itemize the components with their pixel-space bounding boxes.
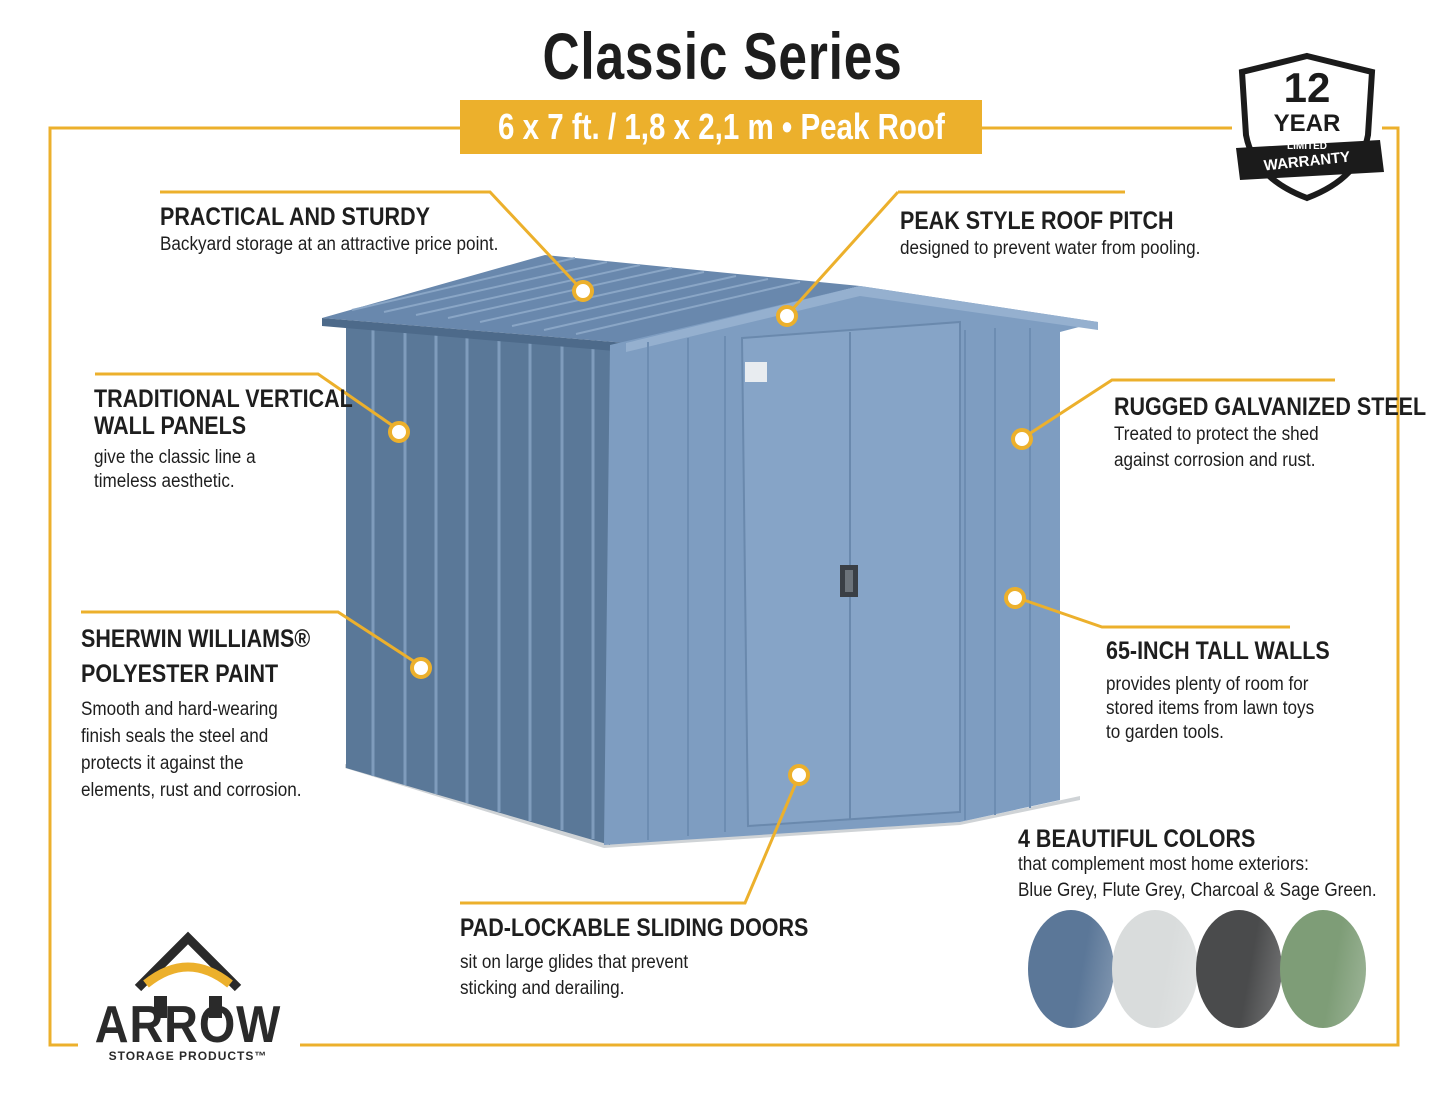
callout-walls: 65-INCH TALL WALLS provides plenty of ro… bbox=[1106, 638, 1366, 745]
callout-panels: TRADITIONAL VERTICAL WALL PANELS give th… bbox=[94, 386, 395, 494]
callout-body: protects it against the bbox=[81, 753, 244, 774]
warranty-years: 12 bbox=[1283, 64, 1331, 111]
callout-dots bbox=[388, 280, 1033, 786]
callout-body: sticking and derailing. bbox=[460, 978, 625, 999]
callout-heading: 65-INCH TALL WALLS bbox=[1106, 637, 1330, 665]
callout-heading: WALL PANELS bbox=[94, 412, 247, 440]
shed-illustration bbox=[322, 255, 1098, 848]
callout-paint: SHERWIN WILLIAMS® POLYESTER PAINT Smooth… bbox=[81, 626, 348, 803]
warranty-shield-icon bbox=[1236, 52, 1384, 202]
callout-body: that complement most home exteriors: bbox=[1018, 854, 1309, 875]
page-title: Classic Series bbox=[542, 19, 903, 93]
swatch-flute-grey bbox=[1112, 910, 1198, 1028]
callout-heading: SHERWIN WILLIAMS® bbox=[81, 625, 311, 653]
callout-body: Blue Grey, Flute Grey, Charcoal & Sage G… bbox=[1018, 880, 1377, 901]
callout-leaders bbox=[81, 190, 1335, 905]
swatch-charcoal bbox=[1196, 910, 1282, 1028]
swatch-blue-grey bbox=[1028, 910, 1114, 1028]
callout-body: Treated to protect the shed bbox=[1114, 424, 1319, 445]
arrow-logo: ARROW STORAGE PRODUCTS™ bbox=[78, 925, 298, 1065]
callout-practical: PRACTICAL AND STURDY Backyard storage at… bbox=[160, 204, 536, 257]
callout-heading: 4 BEAUTIFUL COLORS bbox=[1018, 825, 1256, 853]
subtitle-text: 6 x 7 ft. / 1,8 x 2,1 m • Peak Roof bbox=[497, 106, 945, 147]
callout-body: Smooth and hard-wearing bbox=[81, 699, 278, 720]
warranty-limited-label: LIMITED bbox=[1287, 141, 1327, 152]
callout-heading: RUGGED GALVANIZED STEEL bbox=[1114, 393, 1427, 421]
callout-heading: PEAK STYLE ROOF PITCH bbox=[900, 207, 1174, 235]
warranty-year-label: YEAR bbox=[1273, 110, 1341, 137]
callout-heading: PRACTICAL AND STURDY bbox=[160, 203, 430, 231]
callout-doors: PAD-LOCKABLE SLIDING DOORS sit on large … bbox=[460, 915, 865, 1001]
callout-body: against corrosion and rust. bbox=[1114, 450, 1316, 471]
logo-subtext: STORAGE PRODUCTS™ bbox=[108, 1049, 268, 1063]
callout-body: give the classic line a bbox=[94, 447, 256, 468]
border-frame bbox=[48, 126, 1400, 1047]
callout-body: timeless aesthetic. bbox=[94, 471, 235, 492]
callout-heading: TRADITIONAL VERTICAL bbox=[94, 385, 353, 413]
callout-body: finish seals the steel and bbox=[81, 726, 269, 747]
callout-colors: 4 BEAUTIFUL COLORS that complement most … bbox=[1018, 826, 1416, 903]
warranty-badge: 12 YEAR LIMITED WARRANTY bbox=[1232, 52, 1382, 202]
callout-body: stored items from lawn toys bbox=[1106, 698, 1315, 719]
callout-heading: PAD-LOCKABLE SLIDING DOORS bbox=[460, 914, 809, 942]
logo-wordmark: ARROW bbox=[94, 996, 282, 1054]
callout-body: provides plenty of room for bbox=[1106, 674, 1309, 695]
callout-steel: RUGGED GALVANIZED STEEL Treated to prote… bbox=[1114, 394, 1445, 473]
callout-body: sit on large glides that prevent bbox=[460, 952, 689, 973]
callout-body: designed to prevent water from pooling. bbox=[900, 238, 1201, 259]
subtitle-band: 6 x 7 ft. / 1,8 x 2,1 m • Peak Roof bbox=[460, 100, 982, 154]
callout-body: to garden tools. bbox=[1106, 722, 1224, 743]
callout-heading: POLYESTER PAINT bbox=[81, 660, 279, 688]
callout-body: elements, rust and corrosion. bbox=[81, 780, 302, 801]
arrow-logo-icon bbox=[134, 931, 242, 1018]
swatch-sage-green bbox=[1280, 910, 1366, 1028]
callout-body: Backyard storage at an attractive price … bbox=[160, 234, 499, 255]
callout-roof: PEAK STYLE ROOF PITCH designed to preven… bbox=[900, 208, 1234, 261]
